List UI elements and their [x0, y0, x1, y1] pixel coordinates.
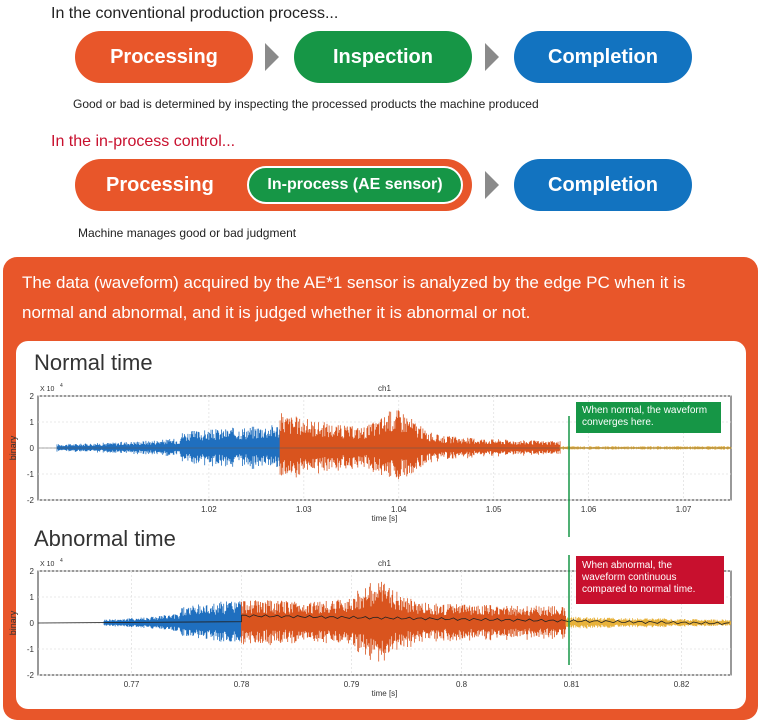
- normal-annotation: When normal, the waveform converges here…: [576, 402, 721, 433]
- abnormal-annotation-text: When abnormal, the waveform continuous c…: [582, 560, 696, 595]
- arrow-right-icon: [485, 43, 499, 71]
- step-processing-label: Processing: [106, 173, 214, 196]
- normal-annotation-text: When normal, the waveform converges here…: [582, 405, 708, 428]
- abnormal-annotation: When abnormal, the waveform continuous c…: [576, 556, 724, 604]
- abnormal-title: Abnormal time: [34, 526, 176, 551]
- conventional-note: Good or bad is determined by inspecting …: [73, 97, 539, 111]
- normal-title: Normal time: [34, 350, 153, 375]
- panel-description: The data (waveform) acquired by the AE*1…: [22, 273, 686, 322]
- step-inspection: Inspection: [294, 31, 472, 83]
- conventional-heading: In the conventional production process..…: [51, 5, 339, 22]
- inprocess-note: Machine manages good or bad judgment: [78, 226, 297, 240]
- step-completion: Completion: [514, 31, 692, 83]
- arrow-right-icon: [485, 171, 499, 199]
- step-completion-inprocess: Completion: [514, 159, 692, 211]
- step-ae-sensor: In-process (AE sensor): [247, 166, 463, 204]
- inprocess-heading: In the in-process control...: [51, 133, 236, 150]
- arrow-right-icon: [265, 43, 279, 71]
- step-processing: Processing: [75, 31, 253, 83]
- waveform-container: [16, 341, 746, 709]
